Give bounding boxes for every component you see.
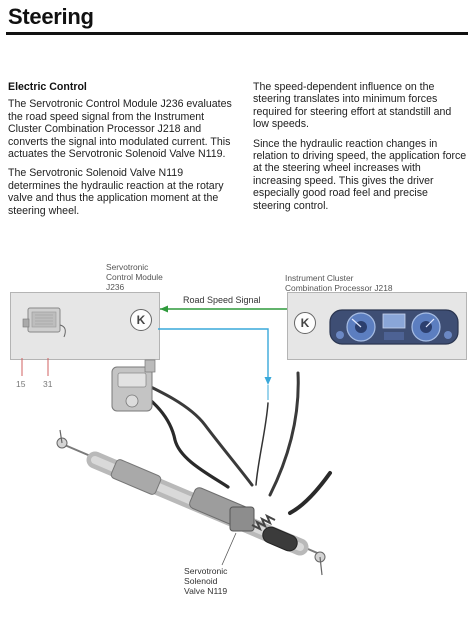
right-paragraph-1: The speed-dependent influence on the ste… bbox=[253, 81, 452, 131]
rotary-valve-illustration bbox=[111, 359, 156, 412]
control-line-to-valve bbox=[158, 328, 272, 400]
diagram-artwork bbox=[21, 305, 459, 576]
right-column: The speed-dependent influence on the ste… bbox=[253, 81, 467, 219]
road-speed-signal-label: Road Speed Signal bbox=[183, 295, 261, 305]
valve-leader-line bbox=[221, 532, 237, 566]
title-rule bbox=[6, 32, 468, 35]
solenoid-valve-label: Servotronic Solenoid Valve N119 bbox=[184, 566, 228, 596]
left-column: Electric Control The Servotronic Control… bbox=[8, 81, 232, 224]
instrument-cluster-illustration bbox=[329, 309, 459, 345]
terminal-31-label: 31 bbox=[43, 379, 53, 389]
right-paragraph-2: Since the hydraulic reaction changes in … bbox=[253, 137, 467, 212]
steering-diagram: K K Servotronic Control Module J236 Inst… bbox=[0, 255, 474, 618]
left-paragraph-2: The Servotronic Solenoid Valve N119 dete… bbox=[8, 167, 224, 217]
control-module-illustration bbox=[22, 307, 66, 338]
k-badge-module: K bbox=[130, 309, 152, 331]
road-speed-signal-line bbox=[160, 305, 287, 313]
control-module-label: Servotronic Control Module J236 bbox=[106, 262, 163, 292]
k-badge-cluster: K bbox=[294, 312, 316, 334]
section-heading: Electric Control bbox=[8, 81, 87, 93]
page-title: Steering bbox=[8, 4, 94, 29]
hydraulic-hoses bbox=[116, 371, 332, 515]
terminal-15-label: 15 bbox=[16, 379, 26, 389]
instrument-cluster-label: Instrument Cluster Combination Processor… bbox=[285, 273, 393, 293]
left-paragraph-1: The Servotronic Control Module J236 eval… bbox=[8, 98, 232, 161]
power-wires bbox=[21, 358, 49, 376]
steering-rack-illustration bbox=[56, 429, 326, 576]
